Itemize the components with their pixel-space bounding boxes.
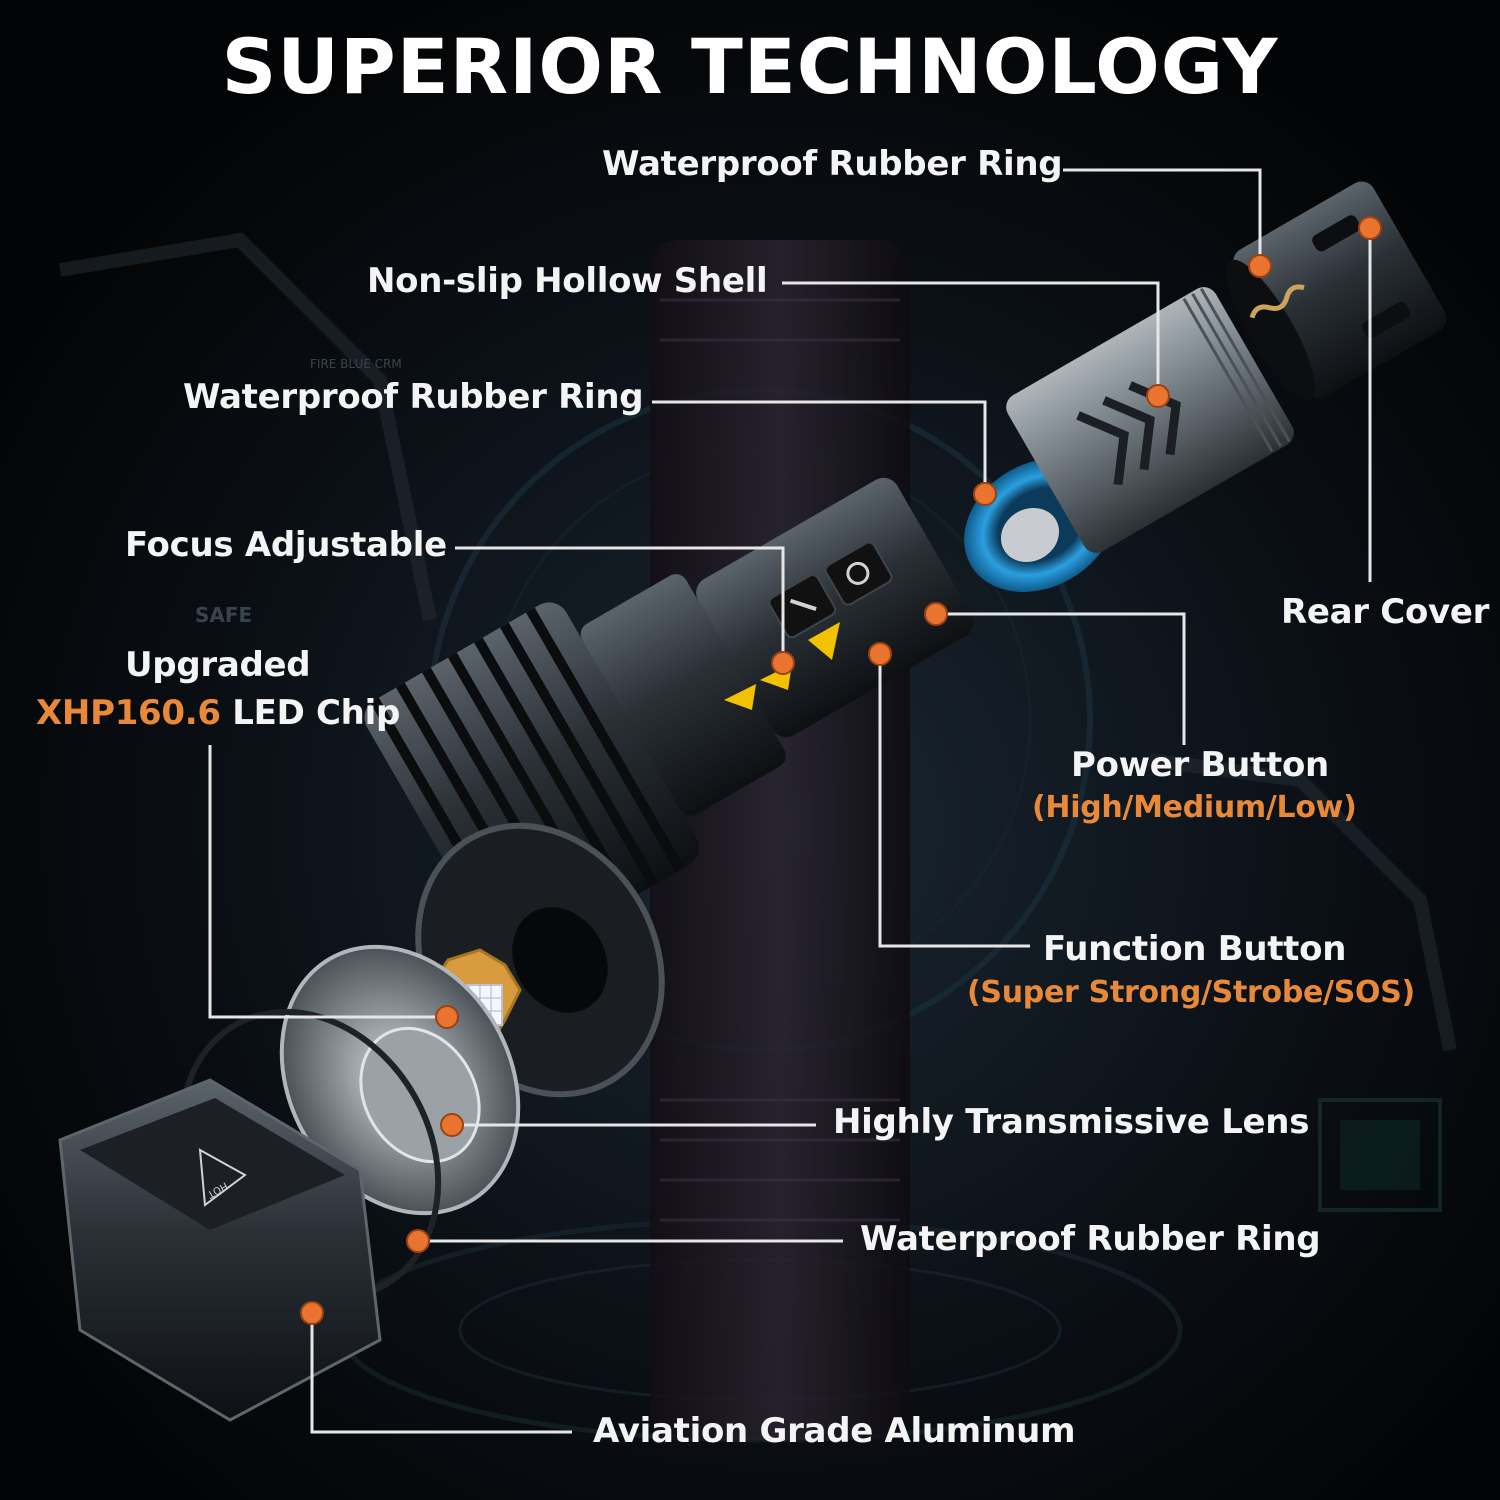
dot-waterproof-bottom [406,1229,430,1253]
label-rear-cover: Rear Cover [1281,592,1490,632]
label-power-modes: (High/Medium/Low) [1032,790,1357,825]
line-waterproof-mid [652,400,987,493]
dot-function [868,642,892,666]
dot-hollow-shell [1146,384,1170,408]
page-title: SUPERIOR TECHNOLOGY [221,22,1279,111]
line-hollow-shell [782,281,1160,395]
label-led-line1: Upgraded [125,645,311,685]
line-power [936,612,1186,745]
label-function-button: Function Button [1043,929,1347,969]
dot-focus [771,651,795,675]
label-led-line2: XHP160.6 LED Chip [36,693,400,733]
aluminum-cap: HOT [58,1078,382,1422]
bg-text-fire-blue: FIRE BLUE CRM [310,357,402,371]
line-waterproof-top [1063,168,1262,265]
dot-waterproof-top [1248,254,1272,278]
line-function [878,653,1030,948]
led-model: XHP160.6 [36,693,221,733]
background-tube-ribs [660,298,900,1222]
led-suffix: LED Chip [232,693,400,733]
dot-power [924,602,948,626]
callout-dots [300,216,1382,1325]
label-waterproof-ring-bottom: Waterproof Rubber Ring [860,1219,1321,1259]
dot-led [435,1005,459,1029]
leader-lines [208,168,1372,1434]
label-function-modes: (Super Strong/Strobe/SOS) [967,975,1415,1010]
label-focus: Focus Adjustable [125,525,447,565]
line-aluminum [310,1313,572,1434]
dot-aluminum [300,1301,324,1325]
label-hollow-shell: Non-slip Hollow Shell [367,261,768,301]
dot-rear-cover [1358,216,1382,240]
label-aluminum: Aviation Grade Aluminum [593,1411,1076,1451]
label-waterproof-ring-mid: Waterproof Rubber Ring [183,377,644,417]
tail-tube [1006,287,1294,553]
dot-waterproof-mid [973,482,997,506]
dot-lens [440,1113,464,1137]
bg-text-safe: SAFE [195,603,252,627]
line-led [208,745,446,1019]
label-waterproof-ring-top: Waterproof Rubber Ring [602,144,1063,184]
line-focus [455,546,785,662]
label-power-button: Power Button [1071,745,1329,785]
label-lens: Highly Transmissive Lens [833,1102,1310,1142]
rear-cover [1226,181,1447,401]
